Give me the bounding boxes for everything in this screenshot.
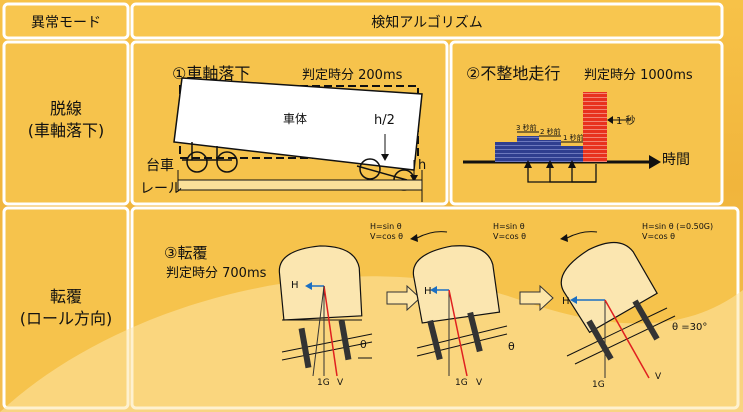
bogie-label: 台車 (146, 158, 174, 174)
axle-drop-diagram (173, 77, 423, 202)
d2-v: V (476, 378, 483, 388)
d1-v: V (337, 378, 344, 388)
label-1s: 1 秒前 (563, 134, 584, 142)
bar-blue-2 (517, 136, 539, 162)
formula-3: H=sin θ (=0.50G) V=cos θ (642, 222, 713, 242)
rough-ground-title: ②不整地走行 (466, 64, 561, 83)
rollover-diagram-2 (410, 231, 508, 377)
rollover-diagram-3 (560, 231, 676, 379)
formula-3-h: H=sin θ (=0.50G) (642, 222, 714, 231)
d1-g: 1G (317, 378, 330, 388)
formula-1-v: V=cos θ (370, 232, 404, 241)
rollover-title: ③転覆 (164, 244, 208, 262)
car-body-label: 車体 (283, 112, 308, 126)
formula-2-h: H=sin θ (493, 222, 525, 231)
row-label-rollover-line2: (ロール方向) (19, 309, 113, 328)
header-mode: 異常モード (31, 15, 101, 31)
d2-g: 1G (455, 378, 468, 388)
time-label: 時間 (662, 152, 690, 168)
row-label-derail-line1: 脱線 (49, 99, 82, 118)
h-label: h (418, 158, 427, 173)
feedback-arrow-1s (571, 166, 596, 183)
rough-ground-judge: 判定時分 1000ms (584, 68, 693, 83)
formula-3-v: V=cos θ (642, 232, 676, 241)
row-label-rollover: 転覆 (ロール方向) (4, 286, 128, 330)
h2-label: h/2 (374, 113, 395, 128)
bar-blue-1 (495, 142, 517, 162)
bar-blue-4 (561, 146, 583, 162)
feedback-arrow-2s (549, 166, 596, 183)
row-label-derail: 脱線 (車軸落下) (4, 98, 128, 142)
formula-1-h: H=sin θ (370, 222, 402, 231)
label-2s: 2 秒前 (540, 128, 561, 136)
feedback-arrow-3s (527, 164, 597, 183)
d1-h: H (291, 280, 299, 291)
formula-2: H=sin θ V=cos θ (493, 222, 526, 242)
d2-h: H (424, 286, 432, 297)
label-1sec: 1 秒 (616, 116, 636, 127)
d3-h: H (562, 296, 570, 307)
rail-label: レール (140, 181, 182, 197)
rollover-judge: 判定時分 700ms (166, 266, 267, 281)
header-algorithm: 検知アルゴリズム (371, 15, 483, 31)
label-3s: 3 秒前 (516, 124, 537, 132)
rough-ground-diagram (463, 92, 661, 183)
formula-1: H=sin θ V=cos θ (370, 222, 403, 242)
rollover-diagrams (278, 231, 676, 379)
rail (177, 179, 423, 191)
next-arrow-2 (519, 284, 554, 312)
bar-blue-3 (539, 140, 561, 162)
axle-drop-judge: 判定時分 200ms (302, 68, 403, 83)
bar-red (583, 92, 607, 162)
d3-g: 1G (592, 380, 605, 390)
formula-2-v: V=cos θ (493, 232, 527, 241)
d1-theta: θ (360, 338, 367, 351)
d2-theta: θ (508, 340, 515, 353)
next-arrow-1 (386, 284, 421, 312)
row-label-derail-line2: (車軸落下) (27, 121, 105, 140)
d3-theta: θ =30° (672, 322, 708, 333)
rollover-diagram-1 (278, 245, 373, 377)
row-label-rollover-line1: 転覆 (49, 287, 82, 306)
bogie-rear (356, 165, 408, 181)
d3-v: V (655, 372, 662, 382)
